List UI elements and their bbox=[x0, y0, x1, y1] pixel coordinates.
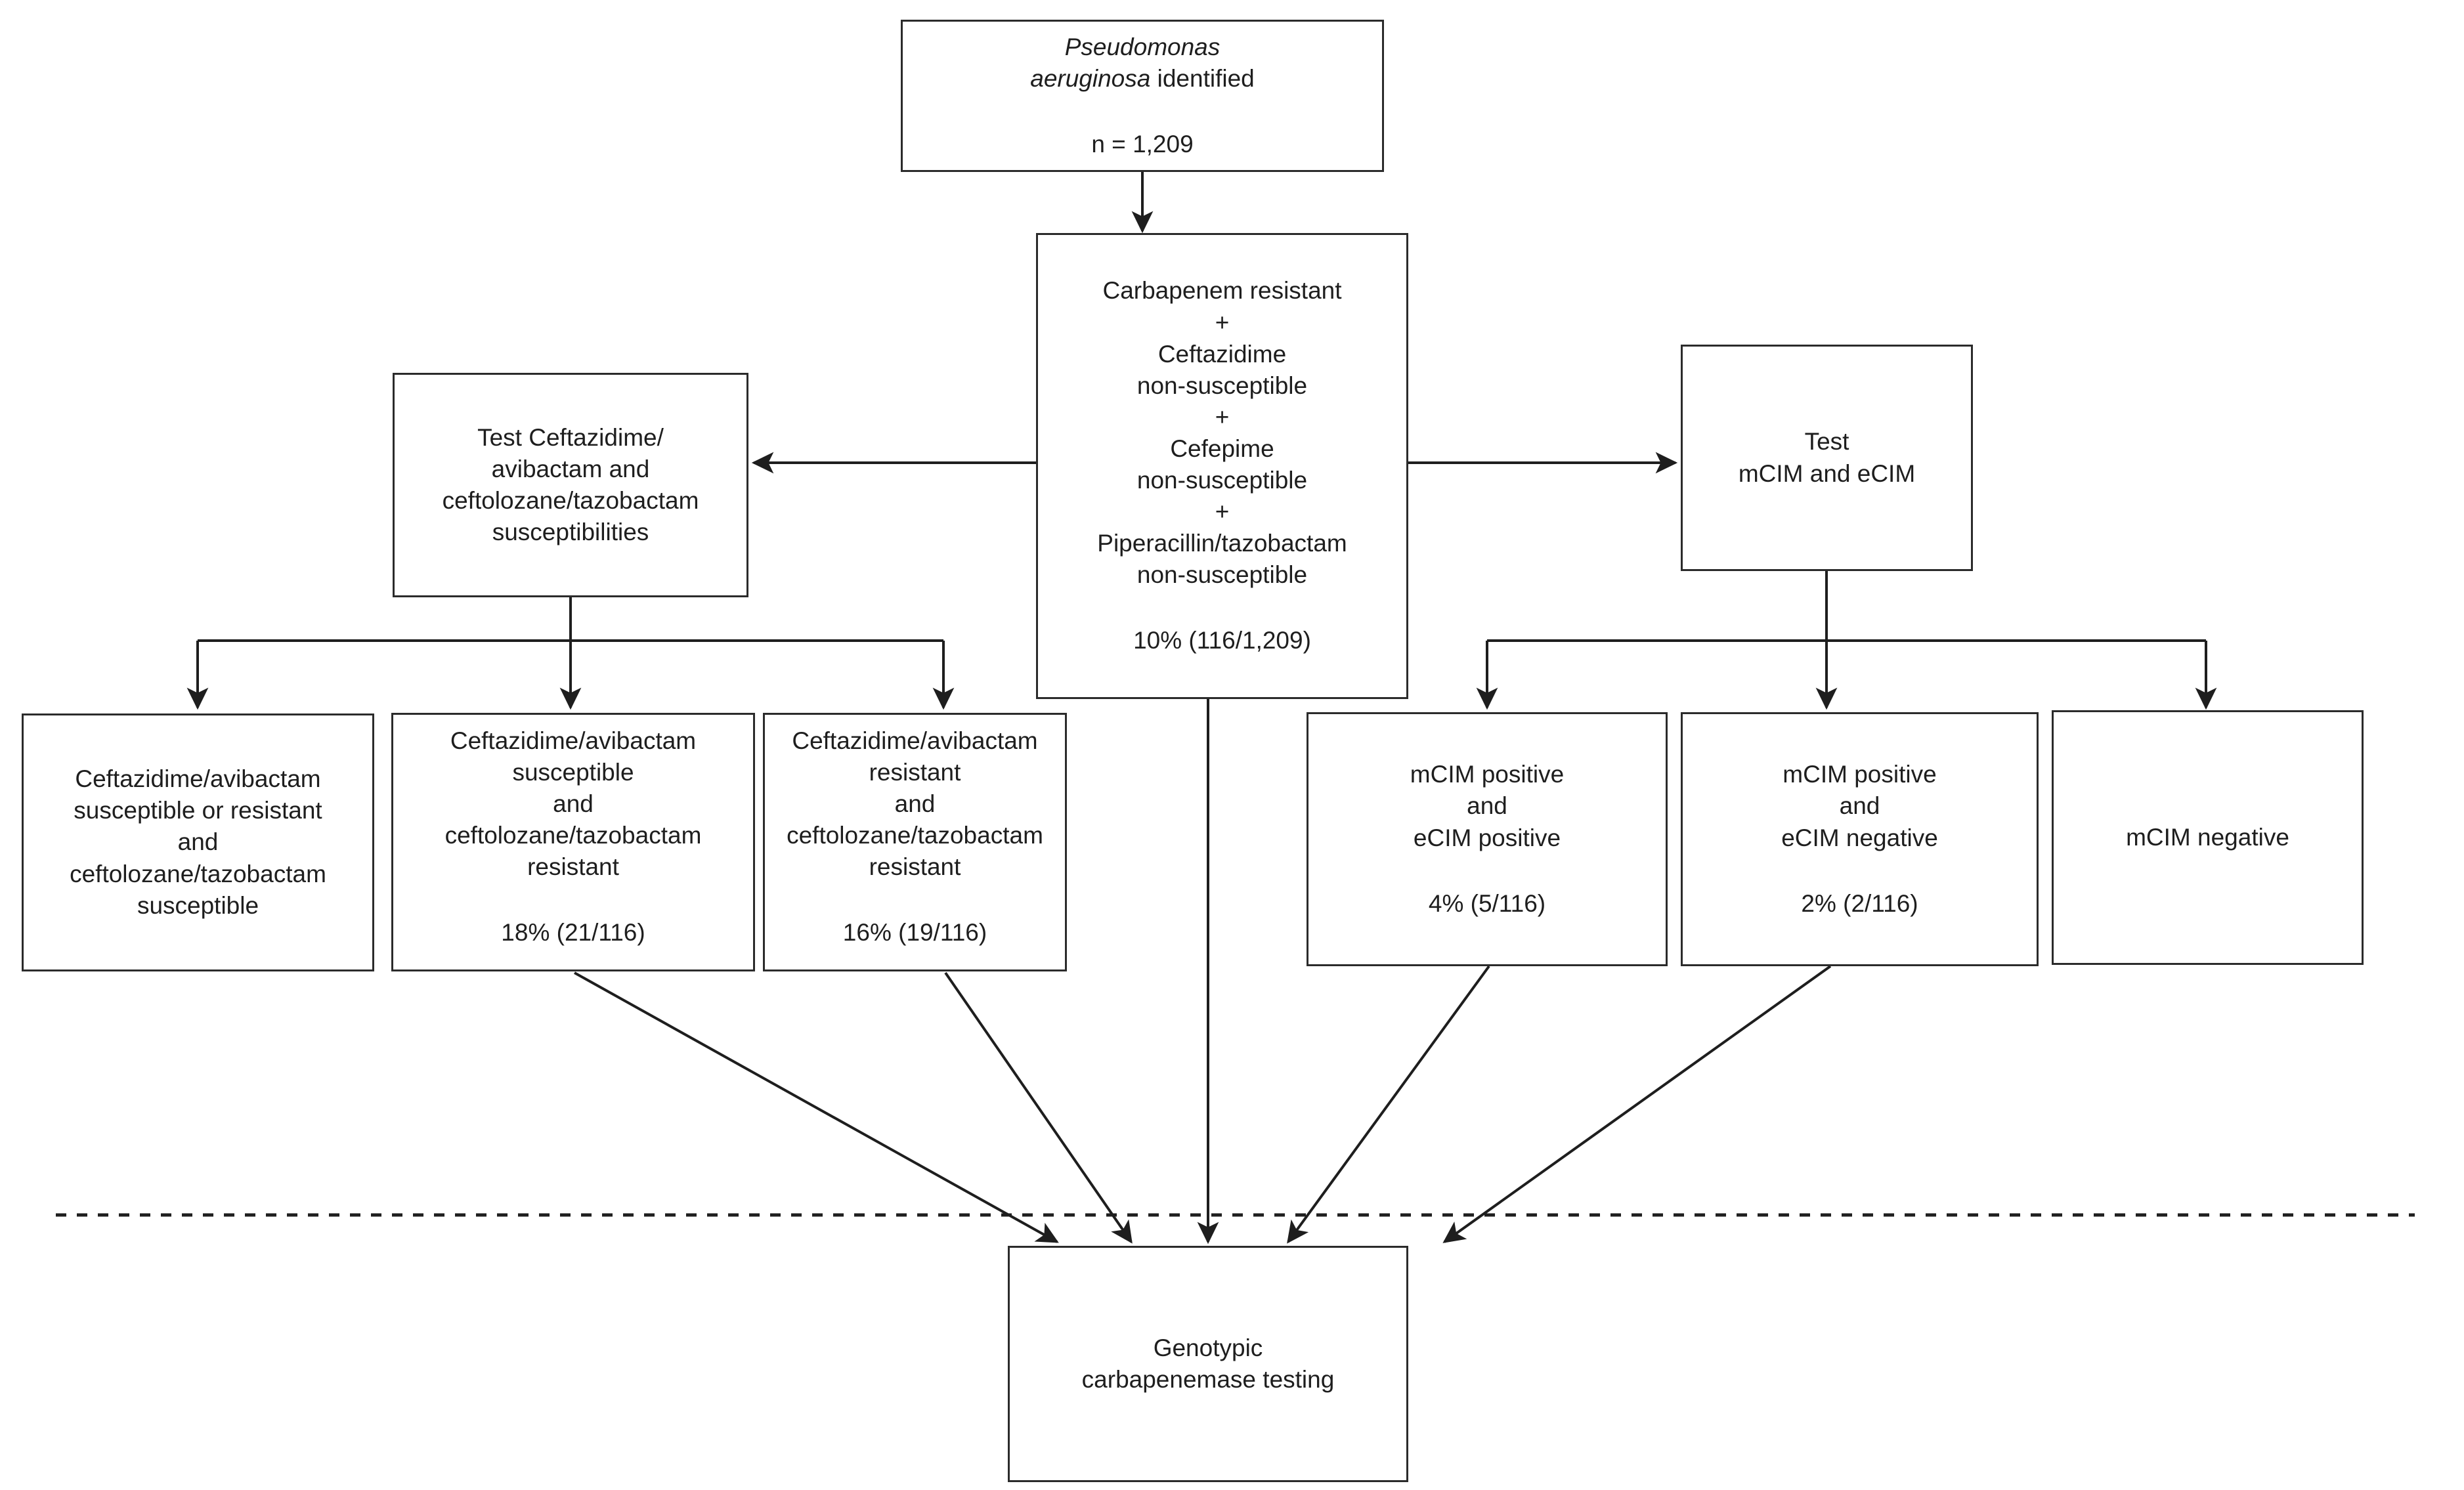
result1-line-3: and bbox=[177, 828, 219, 856]
criteria-line-3b: non-susceptible bbox=[1136, 467, 1308, 494]
result3-line-1: Ceftazidime/avibactam bbox=[792, 727, 1038, 754]
result-mcim-pos-ecim-neg-box[interactable]: mCIM positive and eCIM negative 2% (2/11… bbox=[1681, 712, 2039, 966]
result3-stat: 16% (19/116) bbox=[842, 919, 987, 947]
result2-stat: 18% (21/116) bbox=[501, 919, 645, 947]
criteria-plus-3: + bbox=[1215, 498, 1230, 526]
result2-line-3: and bbox=[553, 790, 594, 818]
species-name-2: aeruginosa bbox=[1030, 64, 1151, 92]
edge-result5-to-genotypic bbox=[1442, 965, 1832, 1243]
result3-line-4: ceftolozane/tazobactam bbox=[787, 822, 1043, 849]
edge-result4-to-genotypic bbox=[1287, 965, 1490, 1244]
result5-line-3: eCIM negative bbox=[1781, 824, 1938, 851]
test-left-line-3: ceftolozane/tazobactam bbox=[442, 487, 699, 514]
test-right-line-1: Test bbox=[1804, 428, 1849, 456]
result2-line-2: susceptible bbox=[512, 759, 634, 786]
carbapenem-resistant-criteria-box[interactable]: Carbapenem resistant + Ceftazidime non-s… bbox=[1036, 233, 1408, 699]
pseudomonas-identified-box[interactable]: Pseudomonas aeruginosa identified n = 1,… bbox=[901, 20, 1384, 172]
identified-suffix: identified bbox=[1150, 64, 1255, 92]
result5-line-2: and bbox=[1839, 792, 1880, 820]
result1-line-2: susceptible or resistant bbox=[74, 797, 322, 824]
genotypic-carbapenemase-testing-box[interactable]: Genotypic carbapenemase testing bbox=[1008, 1246, 1408, 1482]
criteria-stat: 10% (116/1,209) bbox=[1133, 627, 1311, 654]
result5-line-1: mCIM positive bbox=[1783, 761, 1937, 788]
test-left-line-2: avibactam and bbox=[491, 455, 650, 482]
criteria-line-3a: Cefepime bbox=[1170, 435, 1274, 462]
edge-result3-to-genotypic bbox=[944, 971, 1133, 1244]
result-mcim-negative-box[interactable]: mCIM negative bbox=[2052, 710, 2364, 965]
criteria-plus-1: + bbox=[1215, 309, 1230, 336]
criteria-line-4a: Piperacillin/tazobactam bbox=[1097, 530, 1347, 557]
result1-line-5: susceptible bbox=[137, 891, 259, 919]
genotypic-line-1: Genotypic bbox=[1153, 1334, 1263, 1361]
result3-line-5: resistant bbox=[869, 853, 961, 881]
result1-line-4: ceftolozane/tazobactam bbox=[70, 860, 326, 887]
edge-result2-to-genotypic bbox=[574, 971, 1059, 1243]
result4-line-3: eCIM positive bbox=[1413, 824, 1561, 851]
identified-label: aeruginosa identified bbox=[909, 63, 1375, 95]
result-cza-r-and-ct-r-box[interactable]: Ceftazidime/avibactam resistant and ceft… bbox=[763, 713, 1067, 971]
test-mcim-ecim-box[interactable]: Test mCIM and eCIM bbox=[1681, 345, 1973, 571]
test-ceftazidime-avibactam-box[interactable]: Test Ceftazidime/ avibactam and ceftoloz… bbox=[393, 373, 748, 597]
result5-stat: 2% (2/116) bbox=[1801, 889, 1918, 917]
test-right-line-2: mCIM and eCIM bbox=[1738, 459, 1916, 487]
result1-line-1: Ceftazidime/avibactam bbox=[75, 765, 321, 793]
result-mcim-pos-ecim-pos-box[interactable]: mCIM positive and eCIM positive 4% (5/11… bbox=[1307, 712, 1668, 966]
criteria-plus-2: + bbox=[1215, 403, 1230, 431]
result2-line-1: Ceftazidime/avibactam bbox=[450, 727, 697, 754]
result-cza-s-and-ct-r-box[interactable]: Ceftazidime/avibactam susceptible and ce… bbox=[391, 713, 755, 971]
result-cza-s-or-r-and-ct-s-box[interactable]: Ceftazidime/avibactam susceptible or res… bbox=[22, 713, 374, 971]
criteria-line-2b: non-susceptible bbox=[1136, 372, 1308, 399]
test-left-line-1: Test Ceftazidime/ bbox=[477, 423, 664, 451]
criteria-line-4b: non-susceptible bbox=[1136, 561, 1308, 589]
result6-line-1: mCIM negative bbox=[2126, 823, 2289, 851]
test-left-line-4: susceptibilities bbox=[492, 519, 649, 546]
result3-line-2: resistant bbox=[869, 759, 961, 786]
total-count: n = 1,209 bbox=[1091, 131, 1194, 158]
genotypic-line-2: carbapenemase testing bbox=[1081, 1366, 1335, 1393]
result4-stat: 4% (5/116) bbox=[1428, 889, 1546, 917]
result4-line-2: and bbox=[1467, 792, 1507, 820]
criteria-line-2a: Ceftazidime bbox=[1157, 340, 1287, 368]
result2-line-4: ceftolozane/tazobactam bbox=[444, 822, 702, 849]
result3-line-3: and bbox=[894, 790, 936, 818]
criteria-line-1: Carbapenem resistant bbox=[1102, 277, 1342, 305]
result4-line-1: mCIM positive bbox=[1410, 761, 1565, 788]
result2-line-5: resistant bbox=[527, 853, 619, 881]
species-name: Pseudomonas bbox=[1064, 33, 1221, 60]
